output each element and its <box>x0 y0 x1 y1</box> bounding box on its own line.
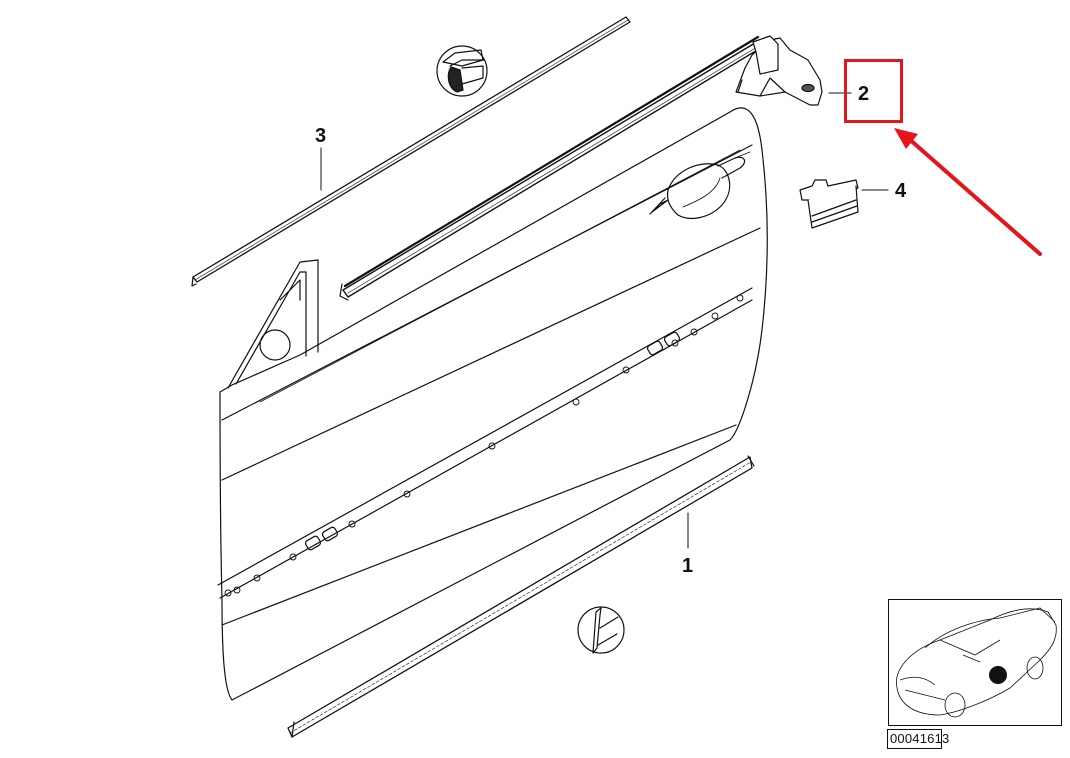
part-2-bracket <box>735 35 823 106</box>
callout-4: 4 <box>895 180 907 202</box>
reference-code-label: 00041613 <box>887 729 949 749</box>
door-panel <box>217 107 768 701</box>
part-1-lower-seal-strip <box>287 455 755 738</box>
part-4-clip <box>799 179 859 229</box>
callout-3: 3 <box>315 125 327 147</box>
part-3-upper-seal-strip <box>191 16 631 287</box>
callout-2-highlight-box <box>844 59 903 123</box>
callout-2: 2 <box>858 83 870 105</box>
lower-seal-detail-circle <box>577 606 625 654</box>
red-annotation-arrow <box>894 128 1042 256</box>
callout-1: 1 <box>682 555 694 577</box>
upper-seal-detail-circle <box>436 45 488 97</box>
